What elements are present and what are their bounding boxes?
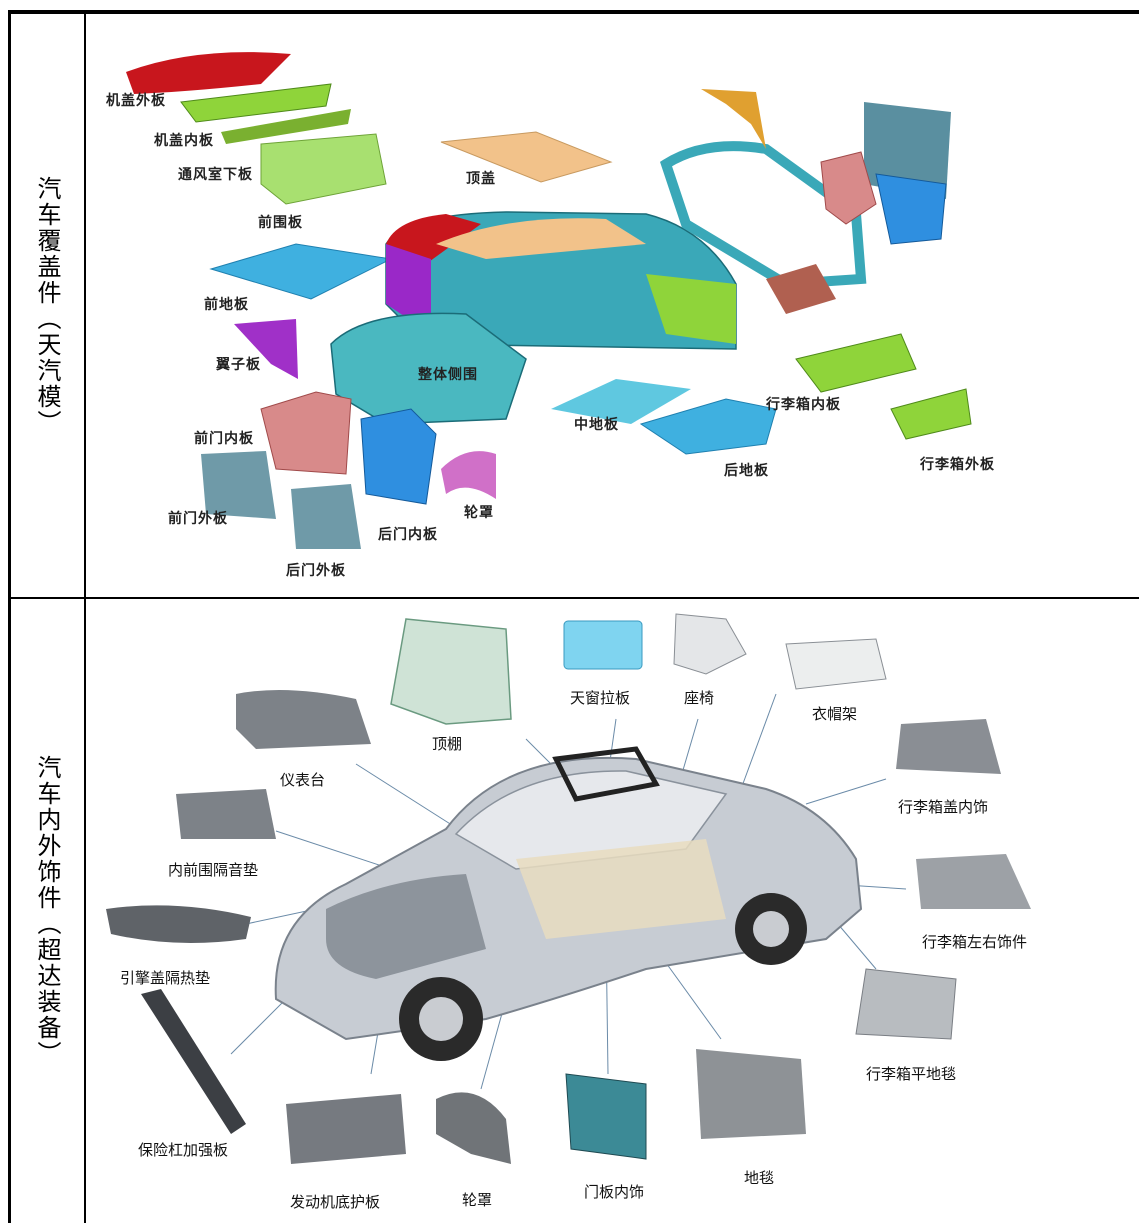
label-mid-floor: 中地板 [574, 417, 619, 433]
label-sunshade: 天窗拉板 [570, 689, 631, 707]
right-door-outer-part [864, 102, 951, 199]
label-dash-insulator: 内前围隔音垫 [168, 861, 259, 879]
label-front-door-inner: 前门内板 [194, 431, 254, 447]
label-trunk-outer: 行李箱外板 [920, 457, 995, 473]
label-wheel-liner: 轮罩 [462, 1191, 493, 1209]
fender-part [234, 319, 298, 379]
body-panels-illustration [126, 52, 972, 549]
front-door-inner-part [260, 391, 352, 475]
label-trunk-inner: 行李箱内板 [766, 397, 841, 413]
rear-door-inner-part [360, 408, 437, 505]
label-dash-panel: 前围板 [258, 215, 303, 231]
row-divider [8, 597, 1139, 599]
quarter-lower-part [766, 264, 836, 314]
cowl-lower-part [221, 109, 351, 144]
right-front-door-inner-part [820, 151, 877, 225]
door-trim-part [565, 1073, 647, 1160]
label-rear-door-outer: 后门外板 [286, 563, 346, 579]
label-carpet: 地毯 [744, 1169, 775, 1187]
label-fender: 翼子板 [216, 357, 261, 373]
dash-insulator-part [176, 789, 276, 839]
label-seat: 座椅 [684, 689, 715, 707]
trunk-outer-part [890, 388, 972, 440]
hood-insulator-part [106, 905, 251, 943]
leader-lines [230, 693, 907, 1090]
rear-floor-part [639, 398, 777, 455]
front-floor-part [209, 243, 393, 300]
dash-panel-part [260, 133, 387, 205]
hood-outer-part [126, 52, 291, 94]
mid-floor-part [551, 379, 691, 424]
label-rear-door-inner: 后门内板 [378, 527, 438, 543]
rear-door-outer-part [291, 484, 361, 549]
label-hood-insulator: 引擎盖隔热垫 [120, 969, 211, 987]
label-front-floor: 前地板 [204, 297, 249, 313]
label-rear-floor: 后地板 [724, 463, 769, 479]
wheel-liner-part [436, 1092, 511, 1164]
label-door-trim: 门板内饰 [584, 1183, 645, 1201]
trunk-lid-trim-part [896, 719, 1001, 774]
sunshade-part [563, 620, 643, 670]
label-engine-shield: 发动机底护板 [290, 1193, 381, 1211]
body-panels-diagram: 机盖外板 机盖内板 通风室下板 前围板 顶盖 前地板 翼子板 整体侧围 前门内板… [86, 14, 1139, 597]
front-door-outer-part [201, 451, 276, 519]
section-title-cell-1: 汽车覆盖件（天汽模） [11, 14, 84, 597]
assembled-fender-part [386, 244, 431, 334]
trunk-inner-part [795, 333, 917, 393]
label-trunk-floor-carpet: 行李箱平地毯 [866, 1065, 957, 1083]
seat-part [673, 613, 747, 675]
car-cutaway [274, 746, 863, 1061]
label-cowl-lower: 通风室下板 [178, 167, 253, 183]
label-wheelhouse: 轮罩 [464, 505, 494, 521]
section-title-2: 汽车内外饰件（超达装备） [33, 755, 61, 1067]
column-divider [84, 10, 86, 1223]
label-hood-inner: 机盖内板 [154, 133, 214, 149]
right-body-side-part [660, 141, 867, 290]
instrument-panel-part [236, 690, 371, 749]
label-bumper-beam: 保险杠加强板 [138, 1141, 229, 1159]
wheelhouse-part [441, 451, 496, 499]
quarter-upper-part [701, 89, 766, 149]
label-trunk-lid-trim: 行李箱盖内饰 [898, 798, 989, 816]
right-rear-door-inner-part [875, 173, 947, 245]
section-title-cell-2: 汽车内外饰件（超达装备） [11, 599, 84, 1223]
label-body-side: 整体侧围 [418, 367, 478, 383]
trim-parts-diagram: 顶棚 天窗拉板 座椅 衣帽架 仪表台 行李箱盖内饰 内前围隔音垫 行李箱左右饰件… [86, 599, 1139, 1223]
parcel-shelf-part [785, 638, 887, 690]
assembled-hood-part [386, 214, 481, 264]
section-title-1: 汽车覆盖件（天汽模） [33, 175, 61, 436]
assembled-roof-part [436, 218, 646, 259]
headliner-part [390, 618, 512, 725]
label-instrument-panel: 仪表台 [280, 771, 326, 789]
table-frame [8, 10, 1139, 1223]
body-side-part [330, 312, 527, 425]
bumper-beam-part [141, 989, 246, 1134]
carpet-part [696, 1049, 806, 1139]
trunk-floor-carpet-part [855, 968, 957, 1040]
trunk-side-trim-part [916, 854, 1031, 909]
assembled-trunk-part [646, 274, 736, 344]
engine-shield-part [286, 1094, 406, 1164]
label-headliner: 顶棚 [432, 735, 463, 753]
hood-inner-part [180, 83, 332, 123]
label-hood-outer: 机盖外板 [106, 93, 166, 109]
roof-part [440, 131, 613, 183]
label-roof: 顶盖 [466, 171, 496, 187]
label-trunk-side-trim: 行李箱左右饰件 [922, 933, 1028, 951]
trim-parts-illustration [106, 613, 1031, 1164]
label-parcel-shelf: 衣帽架 [812, 705, 858, 723]
label-front-door-outer: 前门外板 [168, 511, 228, 527]
